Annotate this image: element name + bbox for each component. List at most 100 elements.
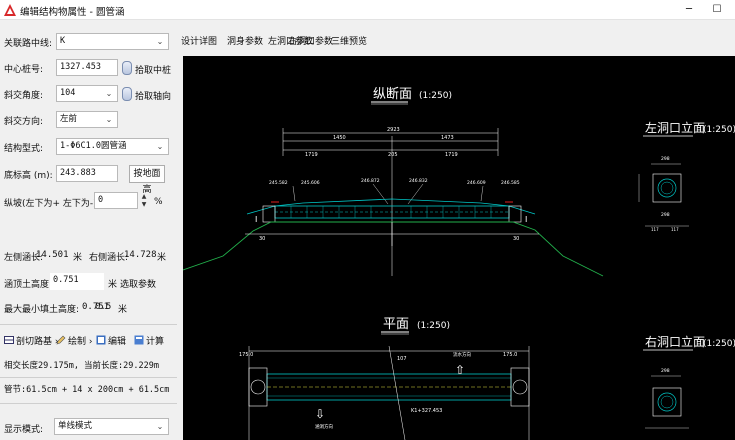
tab-body-params[interactable]: 洞身参数: [227, 37, 264, 47]
min-fill-value-2[interactable]: 0.5: [95, 302, 112, 312]
slope-spinner[interactable]: ▲ ▼: [139, 193, 149, 209]
edit-icon: [96, 335, 106, 345]
min-fill-unit: 米: [118, 305, 128, 315]
section-subgrade-button[interactable]: 剖切路基 ›: [4, 334, 58, 347]
dim-right: 1473: [441, 135, 454, 141]
level-marker-left: I: [255, 215, 257, 224]
app-icon: [4, 4, 16, 16]
min-fill-value-1[interactable]: 0.751: [82, 302, 110, 312]
tab-left-portal-params[interactable]: 左洞口参数: [268, 37, 314, 47]
plan-title: 平面: [383, 317, 409, 332]
pick-axis-label[interactable]: 拾取轴向: [135, 92, 172, 102]
pick-center-label[interactable]: 拾取中桩: [135, 66, 172, 76]
elev-label-3: 246.872: [361, 178, 380, 184]
left-length-label: 左侧涵长:: [4, 253, 44, 263]
calculator-icon: [134, 335, 144, 345]
edit-label: 编辑: [108, 337, 127, 347]
maximize-button[interactable]: ☐: [712, 4, 722, 15]
skew-direction-value: 左前: [60, 114, 78, 124]
min-fill-label: 最大最小填土高度:: [4, 305, 80, 315]
skew-angle-select[interactable]: 104 ⌄: [56, 85, 118, 102]
calculate-label: 计算: [146, 337, 165, 347]
centerline-select[interactable]: K ⌄: [56, 33, 169, 50]
left-dim-4: 117: [671, 227, 679, 232]
draw-button[interactable]: 绘制 ›: [56, 334, 92, 347]
right-portal-elevation: 右洞口立面 (1:250) 298: [643, 334, 735, 429]
drawing-canvas[interactable]: 纵断面 (1:250) 2923 1450 1473 1719 205 1719…: [183, 56, 735, 440]
calculate-button[interactable]: 计算: [134, 334, 164, 347]
right-length-unit: 米: [157, 253, 167, 263]
stake-annotation: K1+327.453: [411, 408, 442, 414]
level-marker-right: I: [525, 215, 527, 224]
elev-label-1: 245.582: [269, 180, 288, 186]
chevron-down-icon: ⌄: [156, 422, 164, 431]
property-panel: 关联路中线: K ⌄ 中心桩号: 1327.453 拾取中桩 斜交角度: 104…: [0, 20, 177, 440]
left-elevation-title: 左洞口立面: [645, 120, 705, 135]
section-subgrade-label: 剖切路基: [16, 337, 53, 347]
chevron-down-icon: ⌄: [156, 142, 164, 151]
pencil-icon: [56, 335, 66, 345]
left-dim-3: 117: [651, 227, 659, 232]
slope-label: 纵坡(左下为+ 左下为-):: [4, 199, 100, 209]
slope-unit: %: [154, 197, 163, 207]
plan-scale: (1:250): [417, 321, 450, 331]
station-label: 中心桩号:: [4, 65, 44, 75]
station-input[interactable]: 1327.453: [56, 59, 118, 76]
fill-height-unit: 米: [108, 280, 118, 290]
chevron-down-icon: ⌄: [105, 89, 113, 98]
right-elevation-scale: (1:250): [703, 339, 735, 349]
skew-direction-select[interactable]: 左前 ⌄: [56, 111, 118, 128]
fill-height-input[interactable]: 0.751: [50, 273, 104, 290]
pick-center-icon[interactable]: [122, 61, 132, 75]
arrow-up-icon: ⇧: [455, 363, 465, 377]
left-length-value: 14.501: [36, 250, 69, 260]
left-portal-elevation: 左洞口立面 (1:250) 298 298 117 117: [638, 120, 735, 232]
draw-label: 绘制: [68, 337, 87, 347]
right-elevation-title: 右洞口立面: [645, 334, 705, 349]
bottom-elevation-input[interactable]: 243.883: [56, 165, 118, 182]
slope-input[interactable]: 0: [94, 192, 138, 209]
pick-axis-icon[interactable]: [122, 87, 132, 101]
display-mode-select[interactable]: 单线模式 ⌄: [54, 418, 169, 435]
window-title: 编辑结构物属性 - 圆管涵: [20, 7, 125, 18]
fit-ground-button[interactable]: 按地面高: [129, 165, 165, 195]
pick-param-label[interactable]: 选取参数: [120, 280, 157, 290]
right-length-label: 右侧涵长:: [89, 253, 129, 263]
culvert-direction-label: 涵洞方向: [315, 423, 333, 430]
tab-design-detail[interactable]: 设计详图: [181, 37, 218, 47]
display-mode-label: 显示模式:: [4, 425, 44, 435]
edit-button[interactable]: 编辑: [96, 334, 126, 347]
elev-label-4: 246.832: [409, 178, 428, 184]
bottom-dim-right: 30: [513, 236, 519, 242]
intersect-length-status: 相交长度29.175m, 当前长度:29.229m: [4, 361, 159, 371]
plan-view: 平面 (1:250) 107 K1+327.453 ⇧ 流水方向 ⇩ 涵洞方向 …: [239, 317, 530, 440]
spin-down-icon[interactable]: ▼: [141, 201, 147, 208]
left-dim-2: 298: [661, 212, 670, 218]
skew-angle-label: 斜交角度:: [4, 91, 44, 101]
dim-c: 205: [388, 152, 398, 158]
elev-label-5: 246.609: [467, 180, 486, 186]
plan-dim-right: 175.0: [503, 352, 517, 358]
left-length-unit: 米: [73, 253, 83, 263]
chevron-down-icon: ⌄: [156, 37, 164, 46]
minimize-button[interactable]: ─: [685, 4, 693, 15]
section-icon: [4, 336, 14, 344]
structure-type-select[interactable]: 1-Φ6C1.0圆管涵 ⌄: [56, 138, 169, 155]
elev-label-2: 245.606: [301, 180, 320, 186]
title-bar: 编辑结构物属性 - 圆管涵 ─ ☐: [0, 0, 735, 20]
centerline-value: K: [60, 36, 66, 46]
longitudinal-title: 纵断面: [373, 87, 412, 102]
longitudinal-scale: (1:250): [419, 91, 452, 101]
arrow-down-icon: ⇩: [315, 407, 325, 421]
divider: [0, 403, 177, 404]
elev-label-6: 246.585: [501, 180, 520, 186]
tab-right-portal-params[interactable]: 右洞口参数: [288, 37, 334, 47]
pipe-sections-status: 管节:61.5cm + 14 x 200cm + 61.5cm: [4, 385, 170, 395]
left-elevation-scale: (1:250): [703, 125, 735, 135]
bottom-dim-left: 30: [259, 236, 265, 242]
tab-3d-preview[interactable]: 三维预览: [331, 37, 368, 47]
spin-up-icon[interactable]: ▲: [141, 193, 147, 200]
left-dim-1: 298: [661, 156, 670, 162]
right-length-value: 14.728: [124, 250, 157, 260]
pipe-joints: [290, 206, 492, 218]
